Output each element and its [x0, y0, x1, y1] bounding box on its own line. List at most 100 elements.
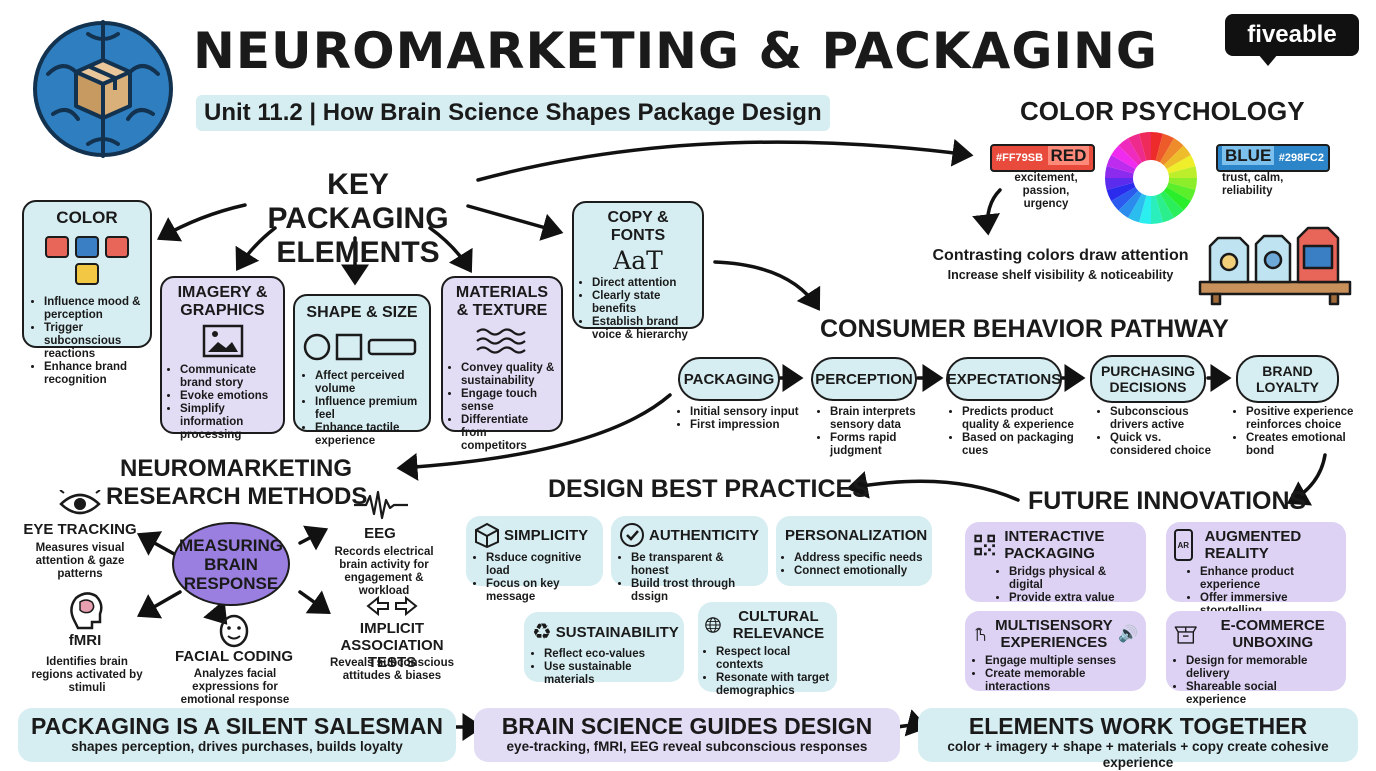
cultural-bullets: Respect local contexts Resonate with tar… — [704, 646, 831, 698]
research-title-line1: NEUROMARKETING — [120, 455, 352, 482]
banner-silent-salesman: PACKAGING IS A SILENT SALESMAN shapes pe… — [18, 708, 456, 762]
color-wheel-segment — [1168, 166, 1197, 178]
bullet: Establish brand voice & hierarchy — [592, 316, 696, 342]
bullet: Evoke emotions — [180, 390, 277, 403]
sustainability-card: ♻ SUSTAINABILITY Reflect eco-values Use … — [524, 612, 684, 686]
bullet: Design for memorable delivery — [1186, 655, 1338, 681]
bullet: Initial sensory input — [690, 406, 815, 419]
pathway-title: CONSUMER BEHAVIOR PATHWAY — [820, 315, 1229, 343]
font-glyph-icon: AaT — [613, 246, 663, 275]
materials-card-title: MATERIALS & TEXTURE — [455, 284, 549, 319]
page-title: NEUROMARKETING & PACKAGING — [193, 22, 1158, 80]
interactive-header: INTERACTIVE PACKAGING — [973, 528, 1138, 562]
multisensory-card: MULTISENSORY EXPERIENCES 🔊 Engage multip… — [965, 611, 1146, 694]
bullet: Direct attention — [592, 277, 696, 290]
red-desc: excitement, passion, urgency — [1014, 172, 1078, 210]
fiveable-logo[interactable]: fiveable — [1225, 14, 1359, 56]
bullet: Connect emotionally — [794, 565, 926, 578]
pathway-step-expectations: EXPECTATIONS — [946, 357, 1062, 401]
simplicity-bullets: Rsduce cognitive load Focus on key messa… — [474, 552, 595, 604]
sustainability-header: ♻ SUSTAINABILITY — [532, 619, 679, 644]
personalization-bullets: Address specific needs Connect emotional… — [782, 552, 926, 578]
pathway-step-packaging: PACKAGING — [678, 357, 780, 401]
sustainability-bullets: Reflect eco-values Use sustainable mater… — [532, 648, 676, 687]
bullet: Engage multiple senses — [985, 655, 1138, 668]
interactive-title: INTERACTIVE PACKAGING — [1004, 528, 1105, 562]
color-wheel-segment — [1139, 195, 1151, 224]
bullet: Differentiate from competitors — [461, 414, 555, 453]
red-hex: #FF79SB — [996, 152, 1044, 164]
eye-tracking-title: EYE TRACKING — [23, 521, 137, 538]
recycle-icon: ♻ — [532, 619, 552, 644]
color-card: COLOR Influence mood & perception Trigge… — [22, 200, 152, 386]
ar-card: AR AUGMENTED REALITY Enhance product exp… — [1166, 522, 1346, 617]
bullet: Respect local contexts — [716, 646, 831, 672]
authenticity-title: AUTHENTICITY — [649, 526, 759, 544]
bullet: Provide extra value — [1009, 592, 1138, 605]
fmri-title: fMRI — [68, 632, 102, 649]
ar-header: AR AUGMENTED REALITY — [1174, 528, 1338, 562]
brain-box-icon — [33, 20, 173, 158]
bullet: Rsduce cognitive load — [486, 552, 595, 578]
implicit-title: IMPLICIT ASSOCIATION TESTS — [340, 620, 444, 671]
red-name: RED — [1047, 146, 1090, 165]
swatch-yellow — [75, 263, 99, 285]
bullet: Influence mood & perception — [44, 296, 142, 322]
color-wheel-icon — [1105, 132, 1197, 224]
bullet: First impression — [690, 419, 815, 432]
center-label: MEASURING BRAIN RESPONSE — [179, 535, 283, 593]
packaging-step-bullets: Initial sensory input First impression — [678, 406, 815, 432]
bullet: Bridgs physical & digital — [1009, 566, 1138, 592]
authenticity-bullets: Be transparent & honest Build trost thro… — [619, 552, 760, 604]
pathway-step-purchasing: PURCHASING DECISIONS — [1090, 355, 1206, 403]
multisensory-header: MULTISENSORY EXPERIENCES 🔊 — [973, 617, 1138, 651]
color-wheel-segment — [1155, 193, 1174, 223]
color-wheel-segment — [1128, 193, 1147, 223]
globe-icon — [705, 617, 721, 633]
imagery-bullets: Communicate brand story Evoke emotions S… — [168, 364, 277, 442]
imagery-card-title: IMAGERY & GRAPHICS — [177, 284, 268, 319]
expectations-step-bullets: Predicts product quality & experience Ba… — [950, 406, 1082, 458]
face-icon — [219, 614, 249, 648]
implicit-desc: Reveals subconscious attitudes & biases — [330, 657, 454, 682]
bullet: Clearly state benefits — [592, 290, 696, 316]
shape-card-title: SHAPE & SIZE — [306, 304, 418, 321]
personalization-title: PERSONALIZATION — [785, 526, 928, 544]
color-wheel-segment — [1163, 145, 1191, 169]
personalization-header: PERSONALIZATION — [782, 522, 928, 548]
eeg-title: EEG — [364, 525, 396, 542]
bullet: Convey quality & sustainability — [461, 362, 555, 388]
color-swatches — [32, 236, 142, 290]
blue-label: BLUE #298FC2 — [1216, 144, 1330, 172]
banner-elements-together: ELEMENTS WORK TOGETHER color + imagery +… — [918, 708, 1358, 770]
color-wheel-segment — [1155, 133, 1174, 163]
ar-title: AUGMENTED REALITY — [1204, 528, 1302, 562]
shelf-products-icon — [1198, 226, 1352, 306]
bullet: Resonate with target demographics — [716, 672, 831, 698]
color-wheel-segment — [1160, 138, 1184, 166]
swatch-blue — [75, 236, 99, 258]
future-title: FUTURE INNOVATIONS — [1028, 487, 1307, 515]
color-wheel-segment — [1105, 166, 1134, 178]
authenticity-header: AUTHENTICITY — [619, 522, 760, 548]
color-wheel-segment — [1106, 182, 1136, 201]
color-wheel-segment — [1160, 190, 1184, 218]
bullet: Forms rapid judgment — [830, 432, 934, 458]
badge-check-icon — [620, 523, 644, 547]
logo-tail — [1258, 54, 1278, 66]
color-wheel-segment — [1111, 187, 1139, 211]
imagery-card: IMAGERY & GRAPHICS Communicate brand sto… — [160, 276, 285, 441]
multisensory-bullets: Engage multiple senses Create memorable … — [973, 655, 1138, 694]
bullet: Address specific needs — [794, 552, 926, 565]
key-elements-title-line2: ELEMENTS — [276, 236, 440, 269]
color-wheel-segment — [1128, 133, 1147, 163]
pathway-step-perception: PERCEPTION — [811, 357, 917, 401]
bullet: Positive experience reinforces choice — [1246, 406, 1364, 432]
color-psychology-title: COLOR PSYCHOLOGY — [1020, 96, 1305, 126]
measuring-brain-response: MEASURING BRAIN RESPONSE — [172, 522, 290, 606]
banner-title: BRAIN SCIENCE GUIDES DESIGN — [501, 713, 873, 739]
bullet: Simplify information processing — [180, 403, 277, 442]
color-wheel-segment — [1118, 190, 1142, 218]
sustainability-title: SUSTAINABILITY — [555, 623, 679, 641]
key-elements-title: KEY PACKAGING ELEMENTS — [238, 168, 478, 270]
